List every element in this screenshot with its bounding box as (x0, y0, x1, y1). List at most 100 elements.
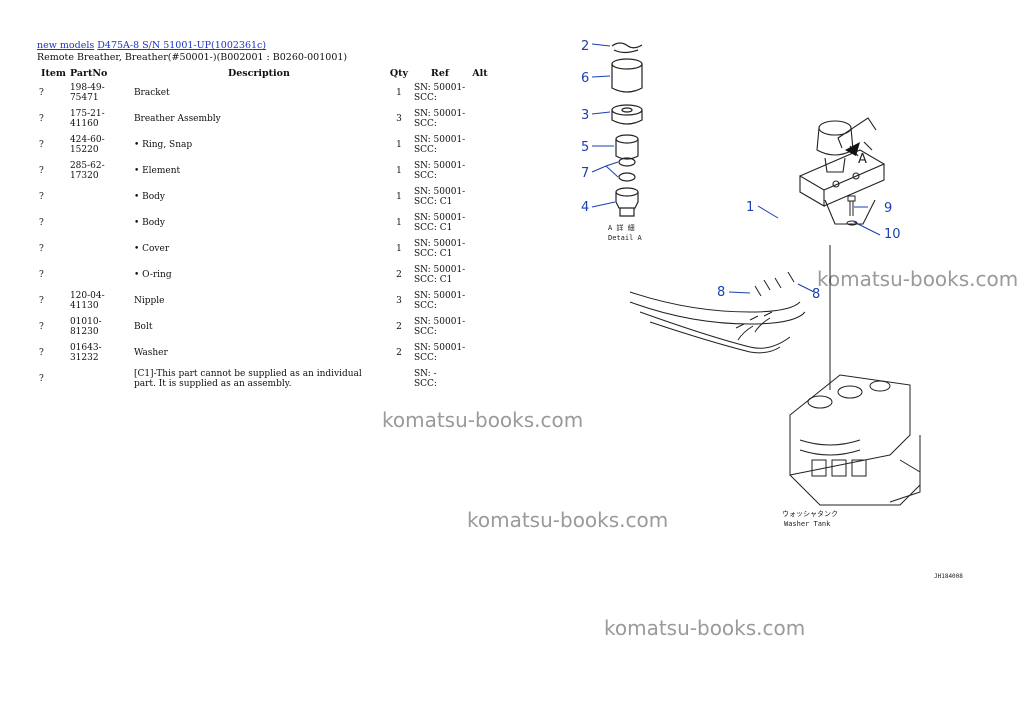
row-item: ? (39, 87, 44, 98)
callout-3: 3 (581, 108, 589, 123)
row-ref-sn: SN: 50001- (413, 134, 466, 145)
row-qty: 3 (396, 113, 402, 124)
label-a: A (858, 152, 867, 167)
hoses (629, 271, 806, 354)
row-partno: 198-49-75471 (69, 82, 105, 104)
row-partno (68, 236, 132, 262)
header-qty: Qty (389, 67, 409, 79)
callout-10: 10 (884, 227, 901, 242)
row-qty: 1 (396, 139, 402, 150)
row-ref-scc: SCC: C1 (413, 249, 453, 259)
row-ref: SN: 50001-SCC: (412, 106, 468, 132)
callout-2: 2 (581, 39, 589, 54)
row-item: ? (39, 243, 44, 254)
row-description: Bracket (133, 87, 170, 98)
watermark: komatsu-books.com (604, 616, 806, 640)
row-alt (468, 132, 492, 158)
row-item: ? (39, 321, 44, 332)
row-alt (468, 340, 492, 366)
row-qty: 2 (396, 321, 402, 332)
row-item: ? (39, 347, 44, 358)
row-partno (68, 366, 132, 392)
figure-code: JH184008 (934, 573, 963, 580)
table-row: ? [C1]-This part cannot be supplied as an… (37, 366, 492, 392)
parts-diagram: 2 6 3 5 7 4 A 詳 細 Detail A A 9 10 1 8 (581, 39, 963, 580)
row-ref-scc: SCC: (413, 145, 437, 155)
watermark: komatsu-books.com (817, 267, 1019, 291)
row-ref-sn: SN: 50001- (413, 160, 466, 171)
row-ref-scc: SCC: C1 (413, 275, 453, 285)
callout-4: 4 (581, 200, 589, 215)
row-description: [C1]-This part cannot be supplied as an … (133, 368, 362, 390)
row-item: ? (39, 373, 44, 384)
row-alt (468, 80, 492, 106)
breadcrumb-link-model[interactable]: D475A-8 S/N 51001-UP(1002361c) (97, 40, 267, 51)
row-ref-sn: SN: 50001- (413, 264, 466, 275)
row-ref-scc: SCC: (413, 301, 437, 311)
row-description: • Body (133, 217, 165, 228)
callout-5: 5 (581, 140, 589, 155)
row-ref-sn: SN: 50001- (413, 316, 466, 327)
row-alt (468, 314, 492, 340)
row-ref: SN: 50001-SCC: C1 (412, 184, 468, 210)
row-ref: SN: 50001-SCC: (412, 340, 468, 366)
row-ref: SN: 50001-SCC: (412, 314, 468, 340)
detail-label: Detail A (608, 234, 643, 242)
row-partno: 285-62-17320 (69, 160, 105, 182)
row-ref-sn: SN: 50001- (413, 342, 466, 353)
callout-7: 7 (581, 166, 589, 181)
row-description: • O-ring (133, 269, 172, 280)
row-qty (386, 366, 412, 392)
row-alt (468, 288, 492, 314)
row-alt (468, 366, 492, 392)
breadcrumb-link-new-models[interactable]: new models (37, 40, 95, 51)
row-ref-sn: SN: 50001- (413, 238, 466, 249)
row-description: • Cover (133, 243, 170, 254)
row-alt (468, 262, 492, 288)
row-partno: 01643-31232 (69, 342, 102, 364)
callout-8-right: 8 (812, 287, 820, 302)
callout-leaders (591, 43, 881, 294)
row-ref-sn: SN: - (413, 368, 437, 379)
row-ref-sn: SN: 50001- (413, 186, 466, 197)
row-description: • Ring, Snap (133, 139, 193, 150)
header-alt: Alt (472, 67, 488, 79)
row-item: ? (39, 217, 44, 228)
row-ref-scc: SCC: (413, 353, 437, 363)
header-description: Description (227, 67, 290, 79)
row-description: • Element (133, 165, 181, 176)
row-qty: 1 (396, 217, 402, 228)
row-description: Nipple (133, 295, 165, 306)
table-row: ? • Cover 1 SN: 50001-SCC: C1 (37, 236, 492, 262)
row-partno: 01010-81230 (69, 316, 102, 338)
row-ref: SN: 50001-SCC: (412, 288, 468, 314)
callout-9: 9 (884, 201, 892, 216)
header-ref: Ref (430, 67, 449, 79)
table-row: ? 424-60-15220 • Ring, Snap 1 SN: 50001-SCC: (37, 132, 492, 158)
row-ref: SN: 50001-SCC: C1 (412, 262, 468, 288)
row-ref-scc: SCC: (413, 93, 437, 103)
row-alt (468, 236, 492, 262)
row-description: Washer (133, 347, 168, 358)
row-qty: 1 (396, 243, 402, 254)
row-qty: 2 (396, 269, 402, 280)
row-ref-sn: SN: 50001- (413, 290, 466, 301)
row-ref-scc: SCC: C1 (413, 197, 453, 207)
row-partno: 424-60-15220 (69, 134, 105, 156)
page-subtitle: Remote Breather, Breather(#50001-)(B0020… (37, 52, 348, 63)
breadcrumb: new models D475A-8 S/N 51001-UP(1002361c… (37, 40, 266, 51)
row-item: ? (39, 139, 44, 150)
arrow-a-icon (845, 142, 860, 156)
row-qty: 3 (396, 295, 402, 306)
row-ref: SN: 50001-SCC: C1 (412, 236, 468, 262)
row-item: ? (39, 165, 44, 176)
row-partno (68, 262, 132, 288)
row-item: ? (39, 295, 44, 306)
